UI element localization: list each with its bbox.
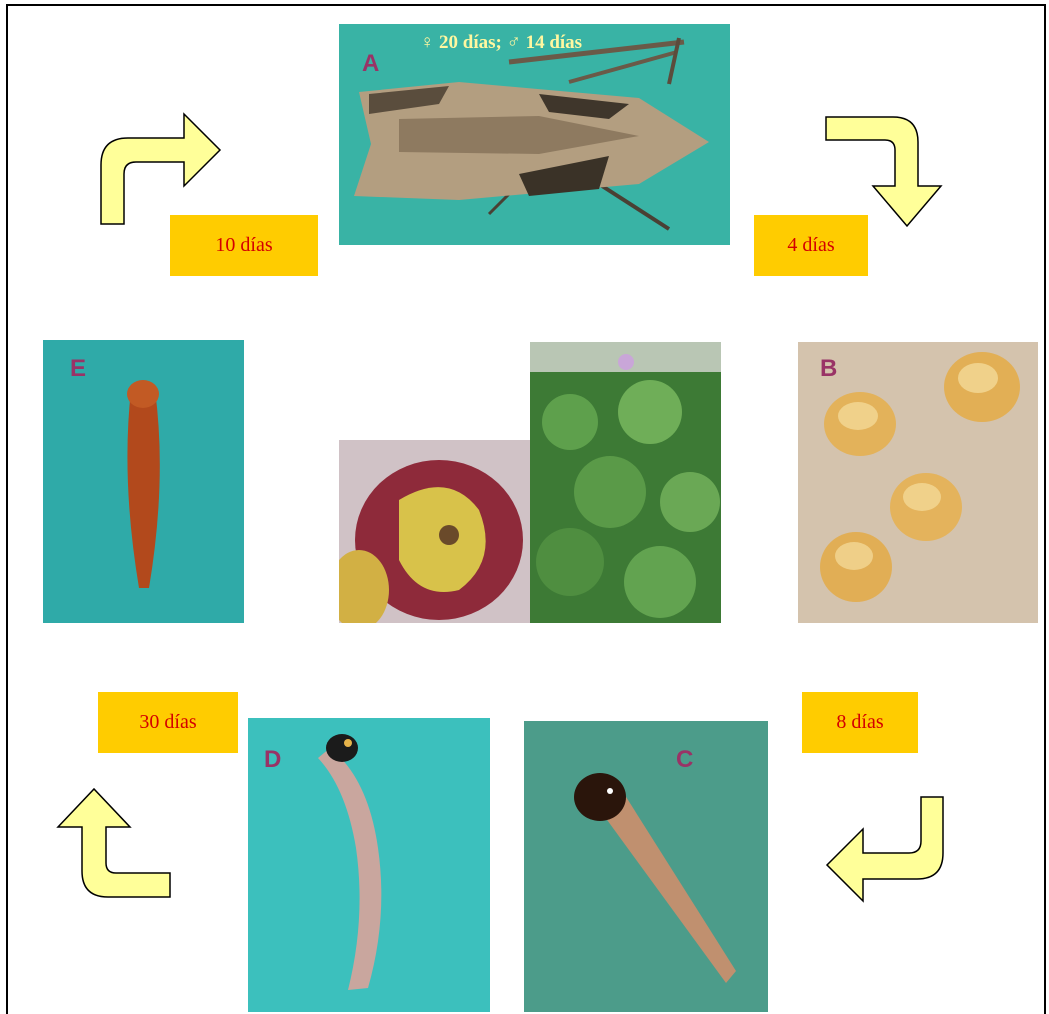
- curved-arrow-c-to-d-icon: [50, 785, 175, 903]
- curved-arrow-a-to-b-icon: [823, 112, 946, 230]
- stage-letter-e: E: [70, 355, 86, 383]
- stage-letter-d: D: [264, 746, 281, 774]
- stage-letter-b: B: [820, 355, 837, 383]
- duration-label-c-to-d: 30 días: [98, 692, 238, 753]
- photo-stage-a-adult-moth: [339, 24, 730, 245]
- duration-label-b-to-c: 8 días: [802, 692, 918, 753]
- adult-lifespan-label: ♀ 20 días; ♂ 14 días: [420, 32, 582, 54]
- stage-letter-a: A: [362, 50, 379, 78]
- curved-arrow-b-to-c-icon: [823, 793, 951, 904]
- photo-stage-b-eggs: [798, 342, 1038, 623]
- curved-arrow-e-to-a-icon: [96, 110, 224, 226]
- photo-damaged-potato-tuber: [339, 440, 530, 623]
- photo-stage-c-young-larva: [524, 721, 768, 1012]
- photo-potato-plants: [530, 342, 721, 623]
- photo-stage-d-mature-larva: [248, 718, 490, 1012]
- stage-letter-c: C: [676, 746, 693, 774]
